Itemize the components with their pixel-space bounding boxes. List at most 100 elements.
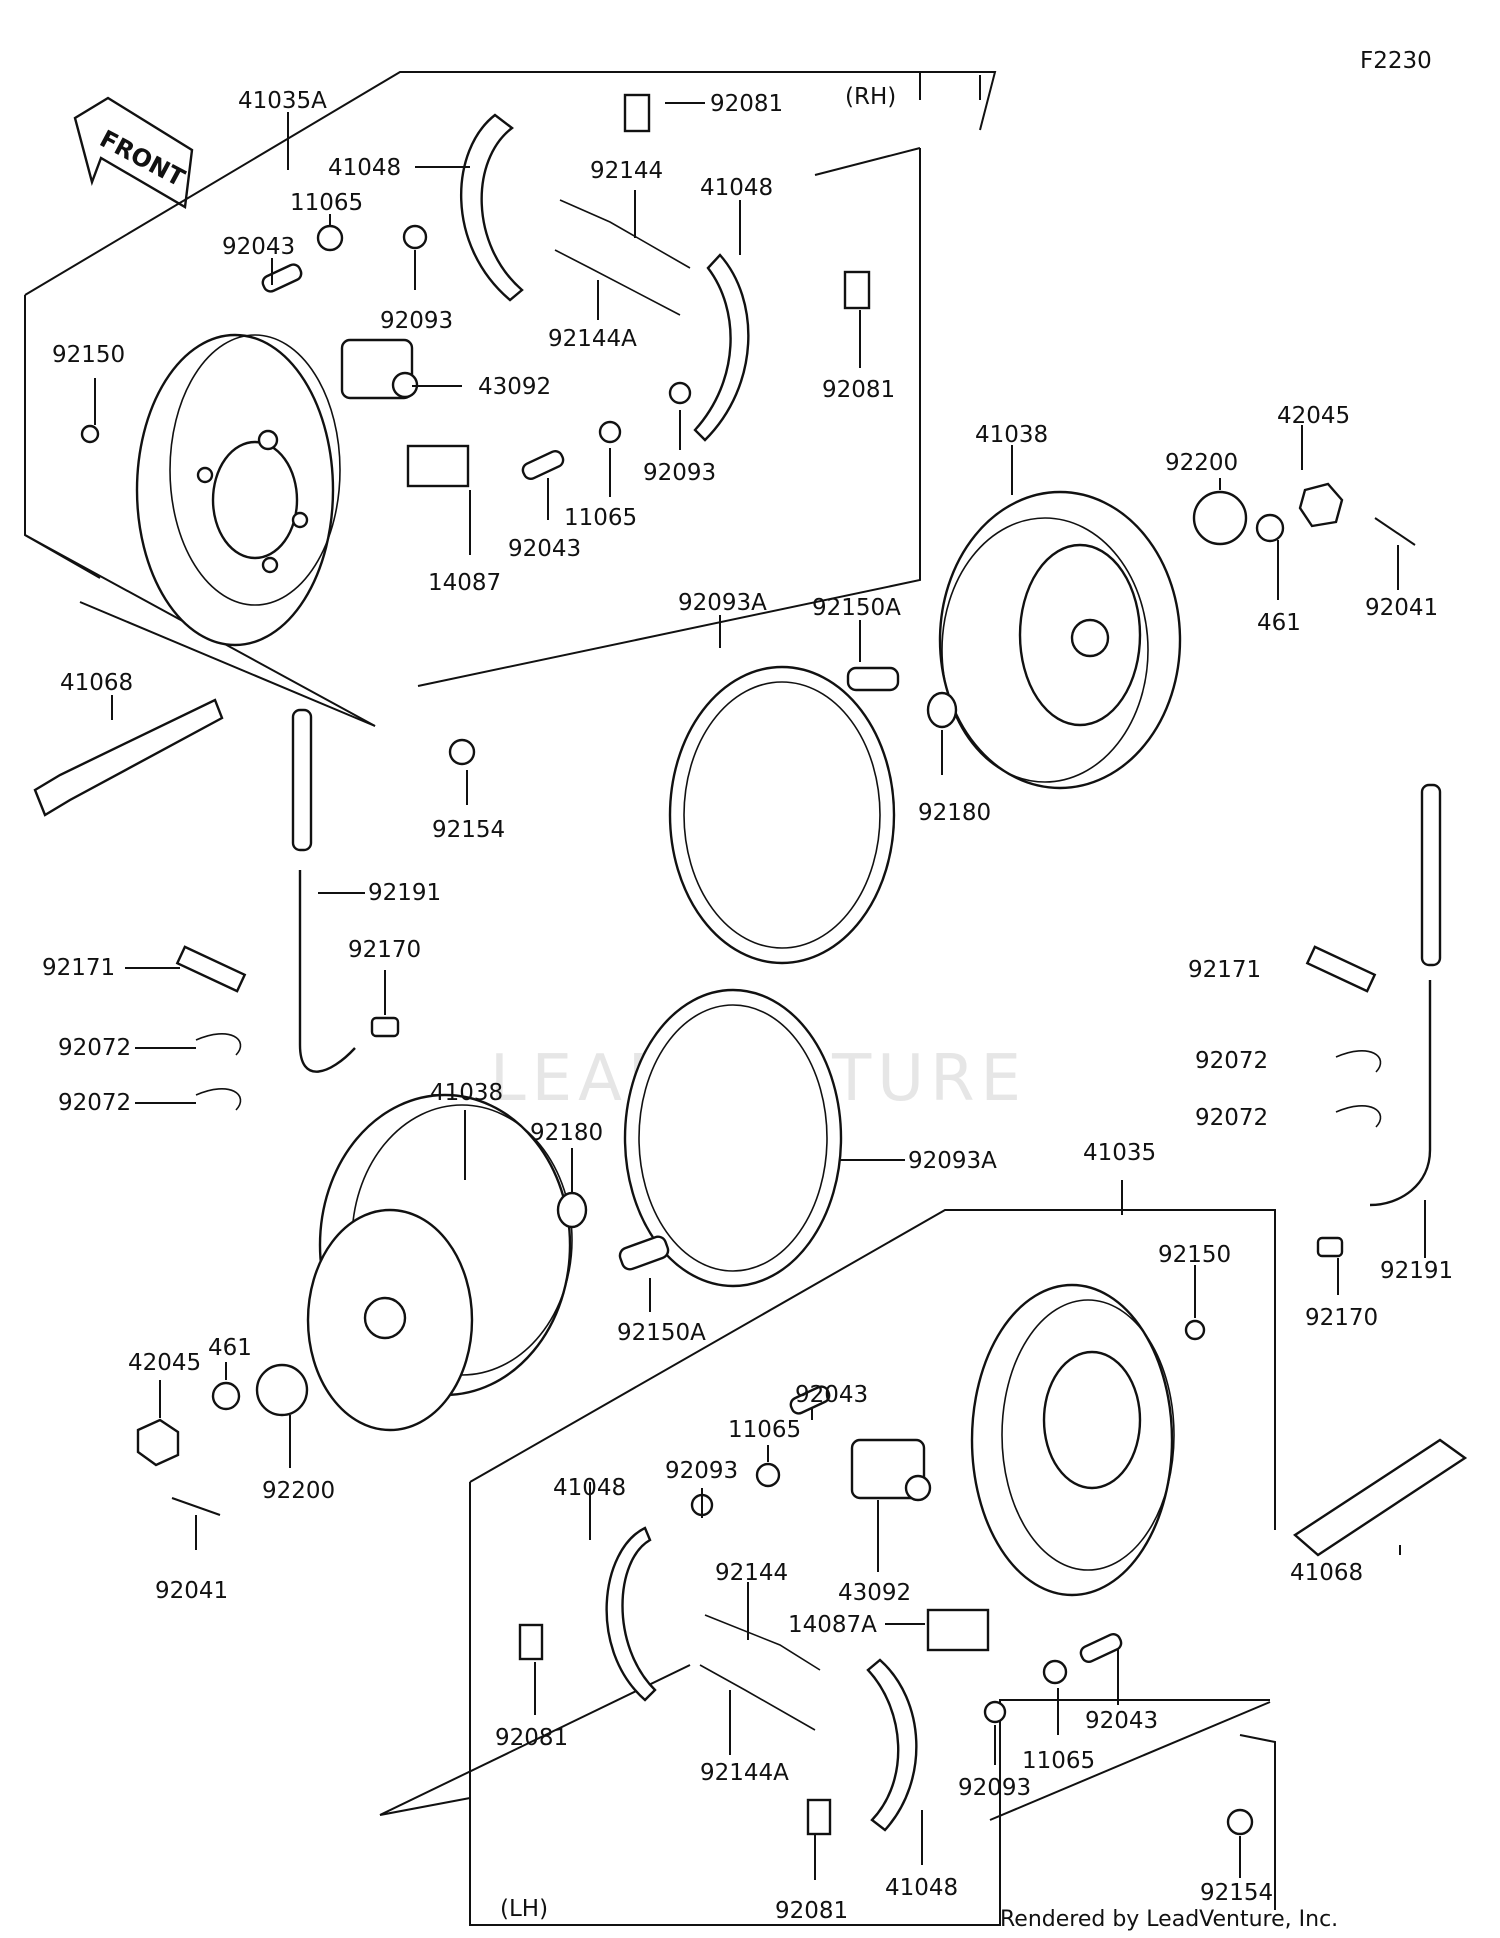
footer-credit: Rendered by LeadVenture, Inc. [1000,1907,1338,1932]
rh-stud-92150A [846,666,900,692]
rh-seal-11065 [316,224,344,252]
rh-washer-92200 [1192,490,1248,546]
label-42045-lh: 42045 [128,1350,201,1376]
lh-brake-drum [306,1093,573,1432]
rh-ring-92072-a [195,1032,242,1056]
lh-nut-42045 [136,1418,180,1467]
label-92043-lh-upper: 92043 [795,1382,868,1408]
label-41048-lh-upper: 41048 [553,1475,626,1501]
label-41035: 41035 [1083,1140,1156,1166]
label-92093-rh-upper: 92093 [380,308,453,334]
rh-clamp-92170 [370,1016,400,1038]
seal-ring-upper [668,665,896,965]
diagram-code: F2230 [1360,48,1432,74]
rh-wheel-cylinder [340,338,419,400]
label-92093A-upper: 92093A [678,590,767,616]
label-92171-lh: 92171 [1188,957,1261,983]
lh-brake-shoe-upper [605,1526,657,1702]
lh-bolt-92150 [1184,1319,1206,1341]
label-461-rh: 461 [1257,610,1301,636]
rh-oring-92180 [926,691,958,729]
lh-spring-92144A [699,1664,816,1731]
label-92093-lh-lower: 92093 [958,1775,1031,1801]
rh-adjuster-14087 [406,444,470,488]
rh-brake-drum [938,490,1182,790]
seal-ring-lower [623,988,843,1288]
rh-brake-shoe-upper [460,113,524,302]
part-labels: 41035A 92081 41048 92144 41048 11065 920… [42,88,1453,1924]
lh-bracket-92171 [1305,945,1377,993]
label-92191-rh: 92191 [368,880,441,906]
lh-axle-41068 [1293,1438,1468,1557]
label-92150-lh: 92150 [1158,1242,1231,1268]
rh-washer-lower [668,381,692,405]
label-92093-lh-upper: 92093 [665,1458,738,1484]
label-92072-rh-lower: 92072 [58,1090,131,1116]
label-42045-rh: 42045 [1277,403,1350,429]
side-label-lh: (LH) [500,1896,548,1922]
lh-brake-hose [1369,783,1442,1207]
lh-clamp-92170 [1316,1236,1344,1258]
rh-brake-hose [291,708,356,1073]
rh-clip-upper [623,93,651,133]
label-92154-rh: 92154 [432,817,505,843]
label-92041-lh: 92041 [155,1578,228,1604]
rh-springs [554,199,691,316]
label-92150A-lh: 92150A [617,1320,706,1346]
rh-seal-lower [598,420,622,444]
label-92144-lh: 92144 [715,1560,788,1586]
lh-washer-92200 [255,1363,309,1417]
label-92072-lh-lower: 92072 [1195,1105,1268,1131]
label-92144A-rh: 92144A [548,326,637,352]
rh-pin-92043 [261,263,303,293]
label-41068-rh: 41068 [60,670,133,696]
label-92154-lh: 92154 [1200,1880,1273,1906]
label-43092-lh: 43092 [838,1580,911,1606]
label-92200-lh: 92200 [262,1478,335,1504]
label-41038-lh: 41038 [430,1080,503,1106]
label-92171-rh: 92171 [42,955,115,981]
label-92072-rh-upper: 92072 [58,1035,131,1061]
lh-clip-lower [806,1798,832,1836]
label-92081-lh-lower: 92081 [775,1898,848,1924]
label-92150A-rh: 92150A [812,595,901,621]
lh-seal-11065-upper [755,1462,781,1488]
rh-ring-92072-b [195,1087,242,1111]
lh-assembly-frame [379,1209,1276,1926]
label-92180-lh: 92180 [530,1120,603,1146]
rh-bracket-92171 [175,945,247,993]
label-41048-rh-lower: 41048 [700,175,773,201]
label-92191-lh: 92191 [1380,1258,1453,1284]
label-92081-lh-upper: 92081 [495,1725,568,1751]
label-92093A-lower: 92093A [908,1148,997,1174]
lh-seal-11065-lower [1042,1659,1068,1685]
label-92170-lh: 92170 [1305,1305,1378,1331]
rh-pin-lower [521,449,565,481]
rh-nut-42045 [1298,482,1344,528]
label-11065-rh-upper: 11065 [290,190,363,216]
front-arrow-icon: FRONT [73,96,194,209]
label-41048-lh-lower: 41048 [885,1875,958,1901]
lh-washer-92093-lower [983,1700,1007,1724]
rh-clip-lower [843,270,871,310]
lh-spring-92144 [704,1614,821,1671]
rh-assembly-frame [24,71,997,727]
lh-washer-461 [211,1381,241,1411]
label-92043-lh-lower: 92043 [1085,1708,1158,1734]
rh-bolt-92154 [448,738,476,766]
lh-pin-92043-lower [1079,1632,1123,1664]
label-14087A: 14087A [788,1612,877,1638]
label-11065-rh-lower: 11065 [564,505,637,531]
lh-cotter-pin-92041 [171,1497,221,1516]
rh-cotter-pin-92041 [1374,517,1416,546]
lh-stud-92150A [618,1235,670,1271]
label-43092-rh: 43092 [478,374,551,400]
rh-washer-461 [1255,513,1285,543]
label-41048-rh-upper: 41048 [328,155,401,181]
label-92144-rh: 92144 [590,158,663,184]
label-92170-rh: 92170 [348,937,421,963]
rh-axle-41068 [33,698,224,817]
lh-bolt-92154 [1226,1808,1254,1836]
rh-backing-plate [135,333,341,647]
